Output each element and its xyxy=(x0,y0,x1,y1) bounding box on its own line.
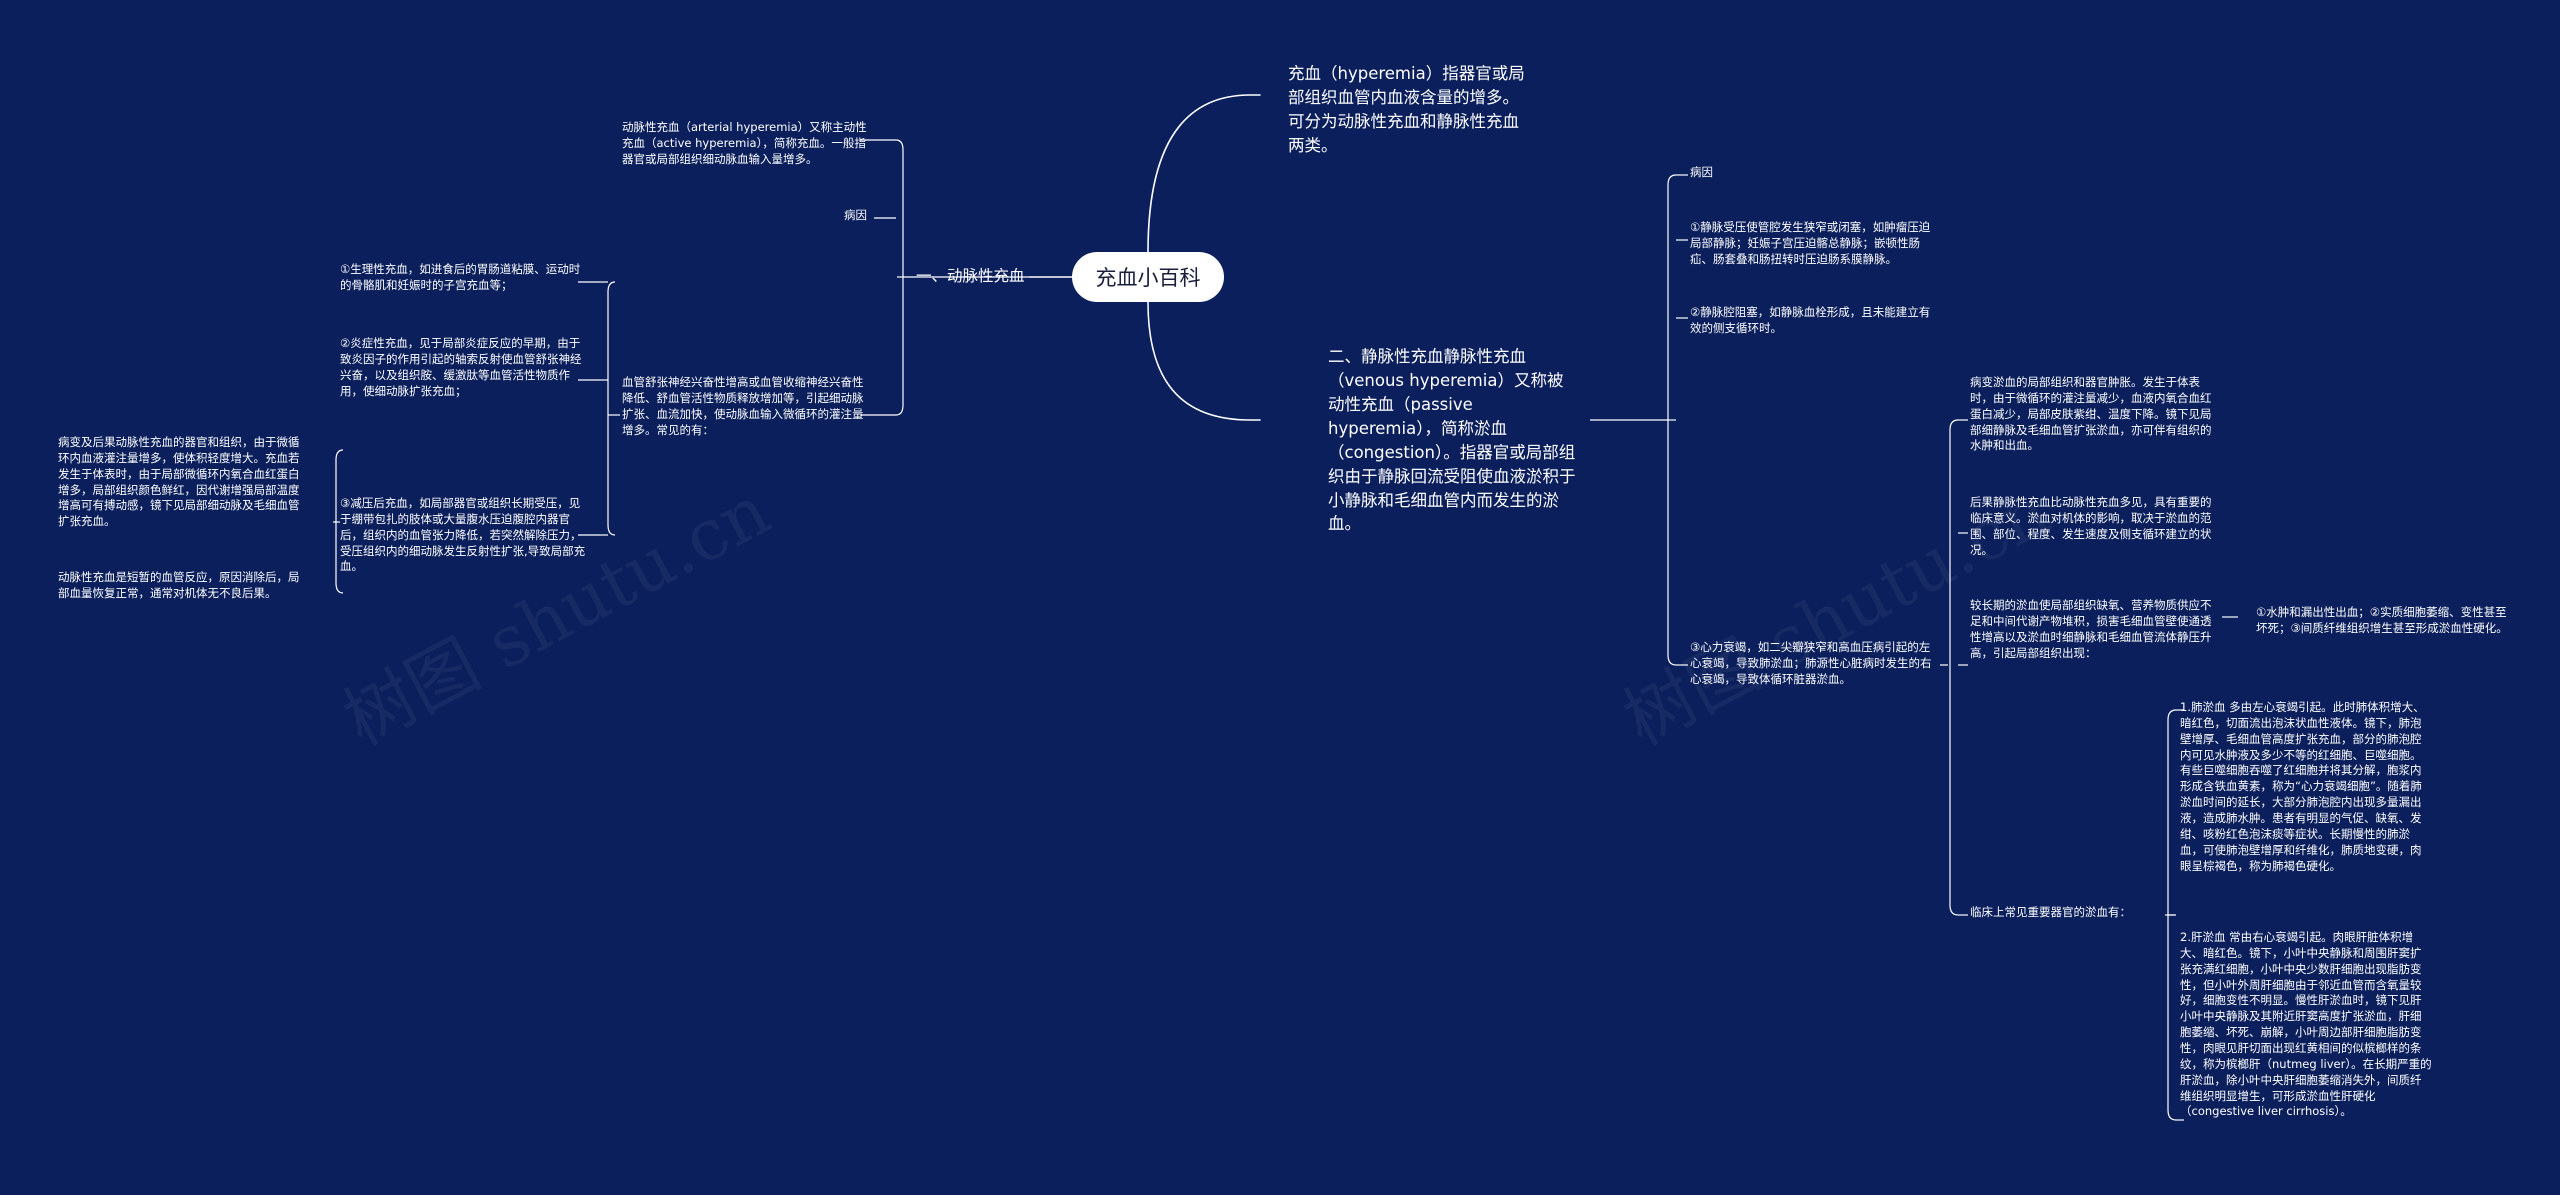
venous-outcome[interactable]: ①水肿和漏出性出血；②实质细胞萎缩、变性甚至坏死；③间质纤维组织增生甚至形成淤血… xyxy=(2256,605,2508,635)
arterial-node[interactable]: 一、动脉性充血 xyxy=(916,267,1025,285)
definition-node[interactable]: 充血（hyperemia）指器官或局部组织血管内血液含量的增多。可分为动脉性充血… xyxy=(1288,64,1525,155)
venous-node[interactable]: 二、静脉性充血静脉性充血 （venous hyperemia）又称被动性充血（p… xyxy=(1328,347,1576,534)
venous-cause-3[interactable]: ③心力衰竭，如二尖瓣狭窄和高血压病引起的左心衰竭，导致肺淤血；肺源性心脏病时发生… xyxy=(1690,640,1932,686)
root-node[interactable]: 充血小百科 xyxy=(1072,252,1224,302)
venous-effect-2[interactable]: 后果静脉性充血比动脉性充血多见，具有重要的临床意义。淤血对机体的影响，取决于淤血… xyxy=(1970,495,2212,557)
arterial-cause-1[interactable]: ①生理性充血，如进食后的胃肠道粘膜、运动时的骨骼肌和妊娠时的子宫充血等； xyxy=(340,262,581,292)
venous-effect-1[interactable]: 病变淤血的局部组织和器官肿胀。发生于体表时，由于微循环的灌注量减少，血液内氧合血… xyxy=(1970,375,2212,453)
venous-cause-2[interactable]: ②静脉腔阻塞，如静脉血栓形成，且未能建立有效的侧支循环时。 xyxy=(1690,305,1931,335)
arterial-definition[interactable]: 动脉性充血（arterial hyperemia）又称主动性充血（active … xyxy=(622,120,867,166)
venous-cause-1[interactable]: ①静脉受压使管腔发生狭窄或闭塞，如肿瘤压迫局部静脉；妊娠子宫压迫髂总静脉；嵌顿性… xyxy=(1690,220,1931,266)
arterial-cause-text[interactable]: 血管舒张神经兴奋性增高或血管收缩神经兴奋性降低、舒血管活性物质释放增加等，引起细… xyxy=(622,375,864,437)
venous-cause-label[interactable]: 病因 xyxy=(1690,165,1713,179)
organ-lung[interactable]: 1.肺淤血 多由左心衰竭引起。此时肺体积增大、暗红色，切面流出泡沫状血性液体。镜… xyxy=(2180,700,2425,873)
arterial-cause-3[interactable]: ③减压后充血，如局部器官或组织长期受压，见于绷带包扎的肢体或大量腹水压迫腹腔内器… xyxy=(340,496,586,574)
arterial-cause-2[interactable]: ②炎症性充血，见于局部炎症反应的早期，由于致炎因子的作用引起的轴索反射使血管舒张… xyxy=(340,336,582,398)
organ-liver[interactable]: 2.肝淤血 常由右心衰竭引起。肉眼肝脏体积增大、暗红色。镜下，小叶中央静脉和周围… xyxy=(2180,930,2432,1119)
arterial-effects[interactable]: 病变及后果动脉性充血的器官和组织，由于微循环内血液灌注量增多，使体积轻度增大。充… xyxy=(58,435,300,529)
venous-effect-3[interactable]: 较长期的淤血使局部组织缺氧、营养物质供应不足和中间代谢产物堆积，损害毛细血管壁使… xyxy=(1970,598,2212,660)
venous-effect-4[interactable]: 临床上常见重要器官的淤血有： xyxy=(1970,905,2131,919)
arterial-cause-label[interactable]: 病因 xyxy=(844,208,867,222)
arterial-outcome[interactable]: 动脉性充血是短暂的血管反应，原因消除后，局部血量恢复正常，通常对机体无不良后果。 xyxy=(58,570,300,600)
